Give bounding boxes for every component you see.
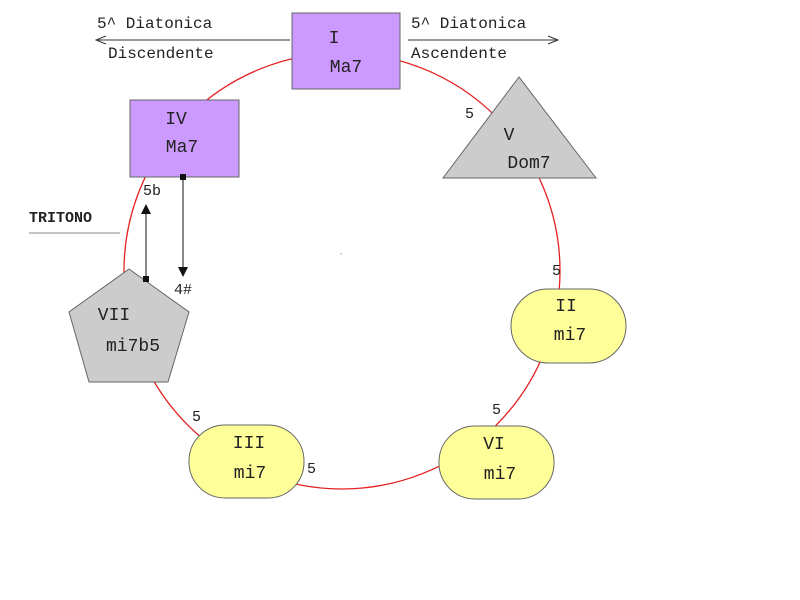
descending-label-line1: 5^ Diatonica: [97, 15, 213, 33]
ascending-label-line2: Ascendente: [411, 45, 507, 63]
node-VII-shape: [68, 268, 190, 383]
node-IV: IV Ma7: [129, 99, 240, 178]
tritone-sharp4-arrow: [178, 174, 188, 277]
node-V: V Dom7: [441, 76, 598, 179]
node-II-shape: [510, 288, 627, 364]
node-V-shape: [441, 76, 598, 179]
node-I-shape: [291, 12, 401, 90]
node-VI: VI mi7: [438, 425, 555, 500]
node-VI-degree: VI: [483, 435, 505, 455]
node-IV-quality: Ma7: [166, 138, 198, 158]
tritone-label: TRITONO: [29, 210, 92, 227]
interval-II-VI: 5: [492, 402, 501, 419]
node-IV-degree: IV: [165, 110, 187, 130]
node-II-degree: II: [555, 297, 577, 317]
node-III-degree: III: [233, 434, 265, 454]
descending-label-line2: Discendente: [108, 45, 214, 63]
node-II: II mi7: [510, 288, 627, 364]
interval-V-II: 5: [552, 263, 561, 280]
node-VII: VII mi7b5: [68, 268, 190, 383]
interval-III-VII: 5: [192, 409, 201, 426]
node-VII-degree: VII: [98, 306, 130, 326]
node-IV-shape: [129, 99, 240, 178]
ascending-label-line1: 5^ Diatonica: [411, 15, 527, 33]
node-III-quality: mi7: [234, 464, 266, 484]
node-V-degree: V: [504, 126, 515, 146]
interval-I-V: 5: [465, 106, 474, 123]
node-II-quality: mi7: [554, 326, 586, 346]
interval-flat5: 5b: [143, 183, 161, 200]
tritone-flat5-arrow: [141, 204, 151, 282]
node-I-quality: Ma7: [330, 58, 362, 78]
node-VII-quality: mi7b5: [106, 337, 160, 357]
node-VI-shape: [438, 425, 555, 500]
node-VI-quality: mi7: [484, 465, 516, 485]
node-V-quality: Dom7: [507, 154, 550, 174]
node-I-degree: I: [329, 29, 340, 49]
interval-sharp4: 4#: [174, 282, 192, 299]
node-I: I Ma7: [291, 12, 401, 90]
node-III: III mi7: [188, 424, 305, 499]
center-dot: [340, 253, 342, 255]
node-III-shape: [188, 424, 305, 499]
interval-VI-III: 5: [307, 461, 316, 478]
